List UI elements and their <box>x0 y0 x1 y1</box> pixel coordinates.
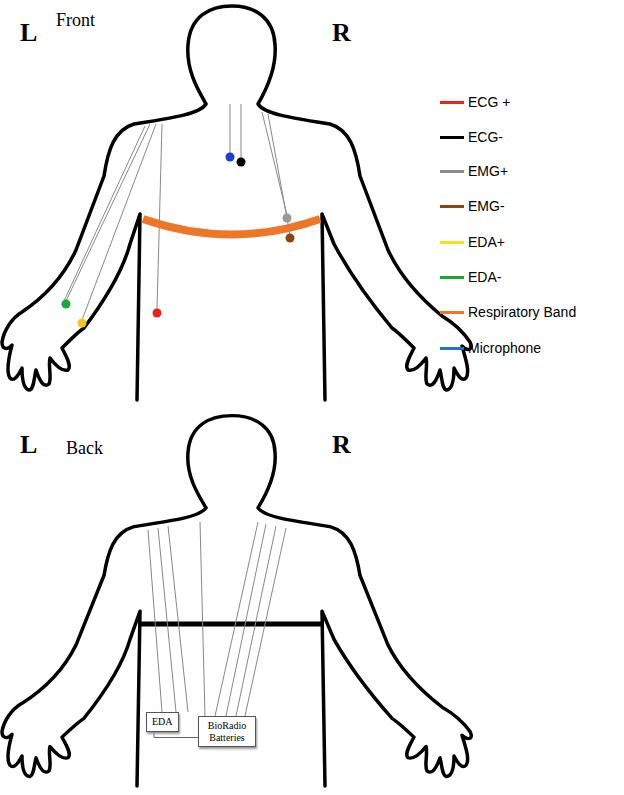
view-title: Front <box>56 10 95 31</box>
device-box: EDA <box>146 712 179 732</box>
front-figure <box>2 6 471 400</box>
legend-swatch <box>440 101 464 104</box>
legend-text: EMG- <box>468 198 505 214</box>
electrodes <box>62 153 295 328</box>
legend-entry: EDA+ <box>440 234 505 250</box>
side-letter: R <box>332 430 351 460</box>
back-wires <box>148 522 286 716</box>
legend-swatch <box>440 347 464 350</box>
side-letter: L <box>20 430 37 460</box>
legend-text: ECG- <box>468 129 503 145</box>
box-text: BioRadio Batteries <box>204 720 250 743</box>
respiratory-band <box>143 219 320 235</box>
legend-entry: EMG+ <box>440 163 508 179</box>
view-title: Back <box>66 438 103 459</box>
legend-entry: Respiratory Band <box>440 304 576 320</box>
legend-text: ECG + <box>468 94 510 110</box>
legend-swatch <box>440 170 464 173</box>
side-letter: R <box>332 18 351 48</box>
box-text: EDA <box>152 716 173 728</box>
legend-entry: EDA- <box>440 269 501 285</box>
device-box: BioRadio Batteries <box>198 716 256 747</box>
legend-entry: EMG- <box>440 198 505 214</box>
legend-swatch <box>440 311 464 314</box>
box-connector <box>154 732 198 738</box>
legend-text: EMG+ <box>468 163 508 179</box>
legend-entry: ECG + <box>440 94 510 110</box>
legend-swatch <box>440 205 464 208</box>
legend-text: Respiratory Band <box>468 304 576 320</box>
legend-text: EDA- <box>468 269 501 285</box>
legend-swatch <box>440 241 464 244</box>
side-letter: L <box>20 18 37 48</box>
legend-text: EDA+ <box>468 234 505 250</box>
legend-entry: Microphone <box>440 340 541 356</box>
legend-swatch <box>440 276 464 279</box>
legend-swatch <box>440 136 464 139</box>
legend-text: Microphone <box>468 340 541 356</box>
electrode-wires <box>64 104 290 320</box>
back-figure <box>2 416 471 786</box>
legend-entry: ECG- <box>440 129 503 145</box>
